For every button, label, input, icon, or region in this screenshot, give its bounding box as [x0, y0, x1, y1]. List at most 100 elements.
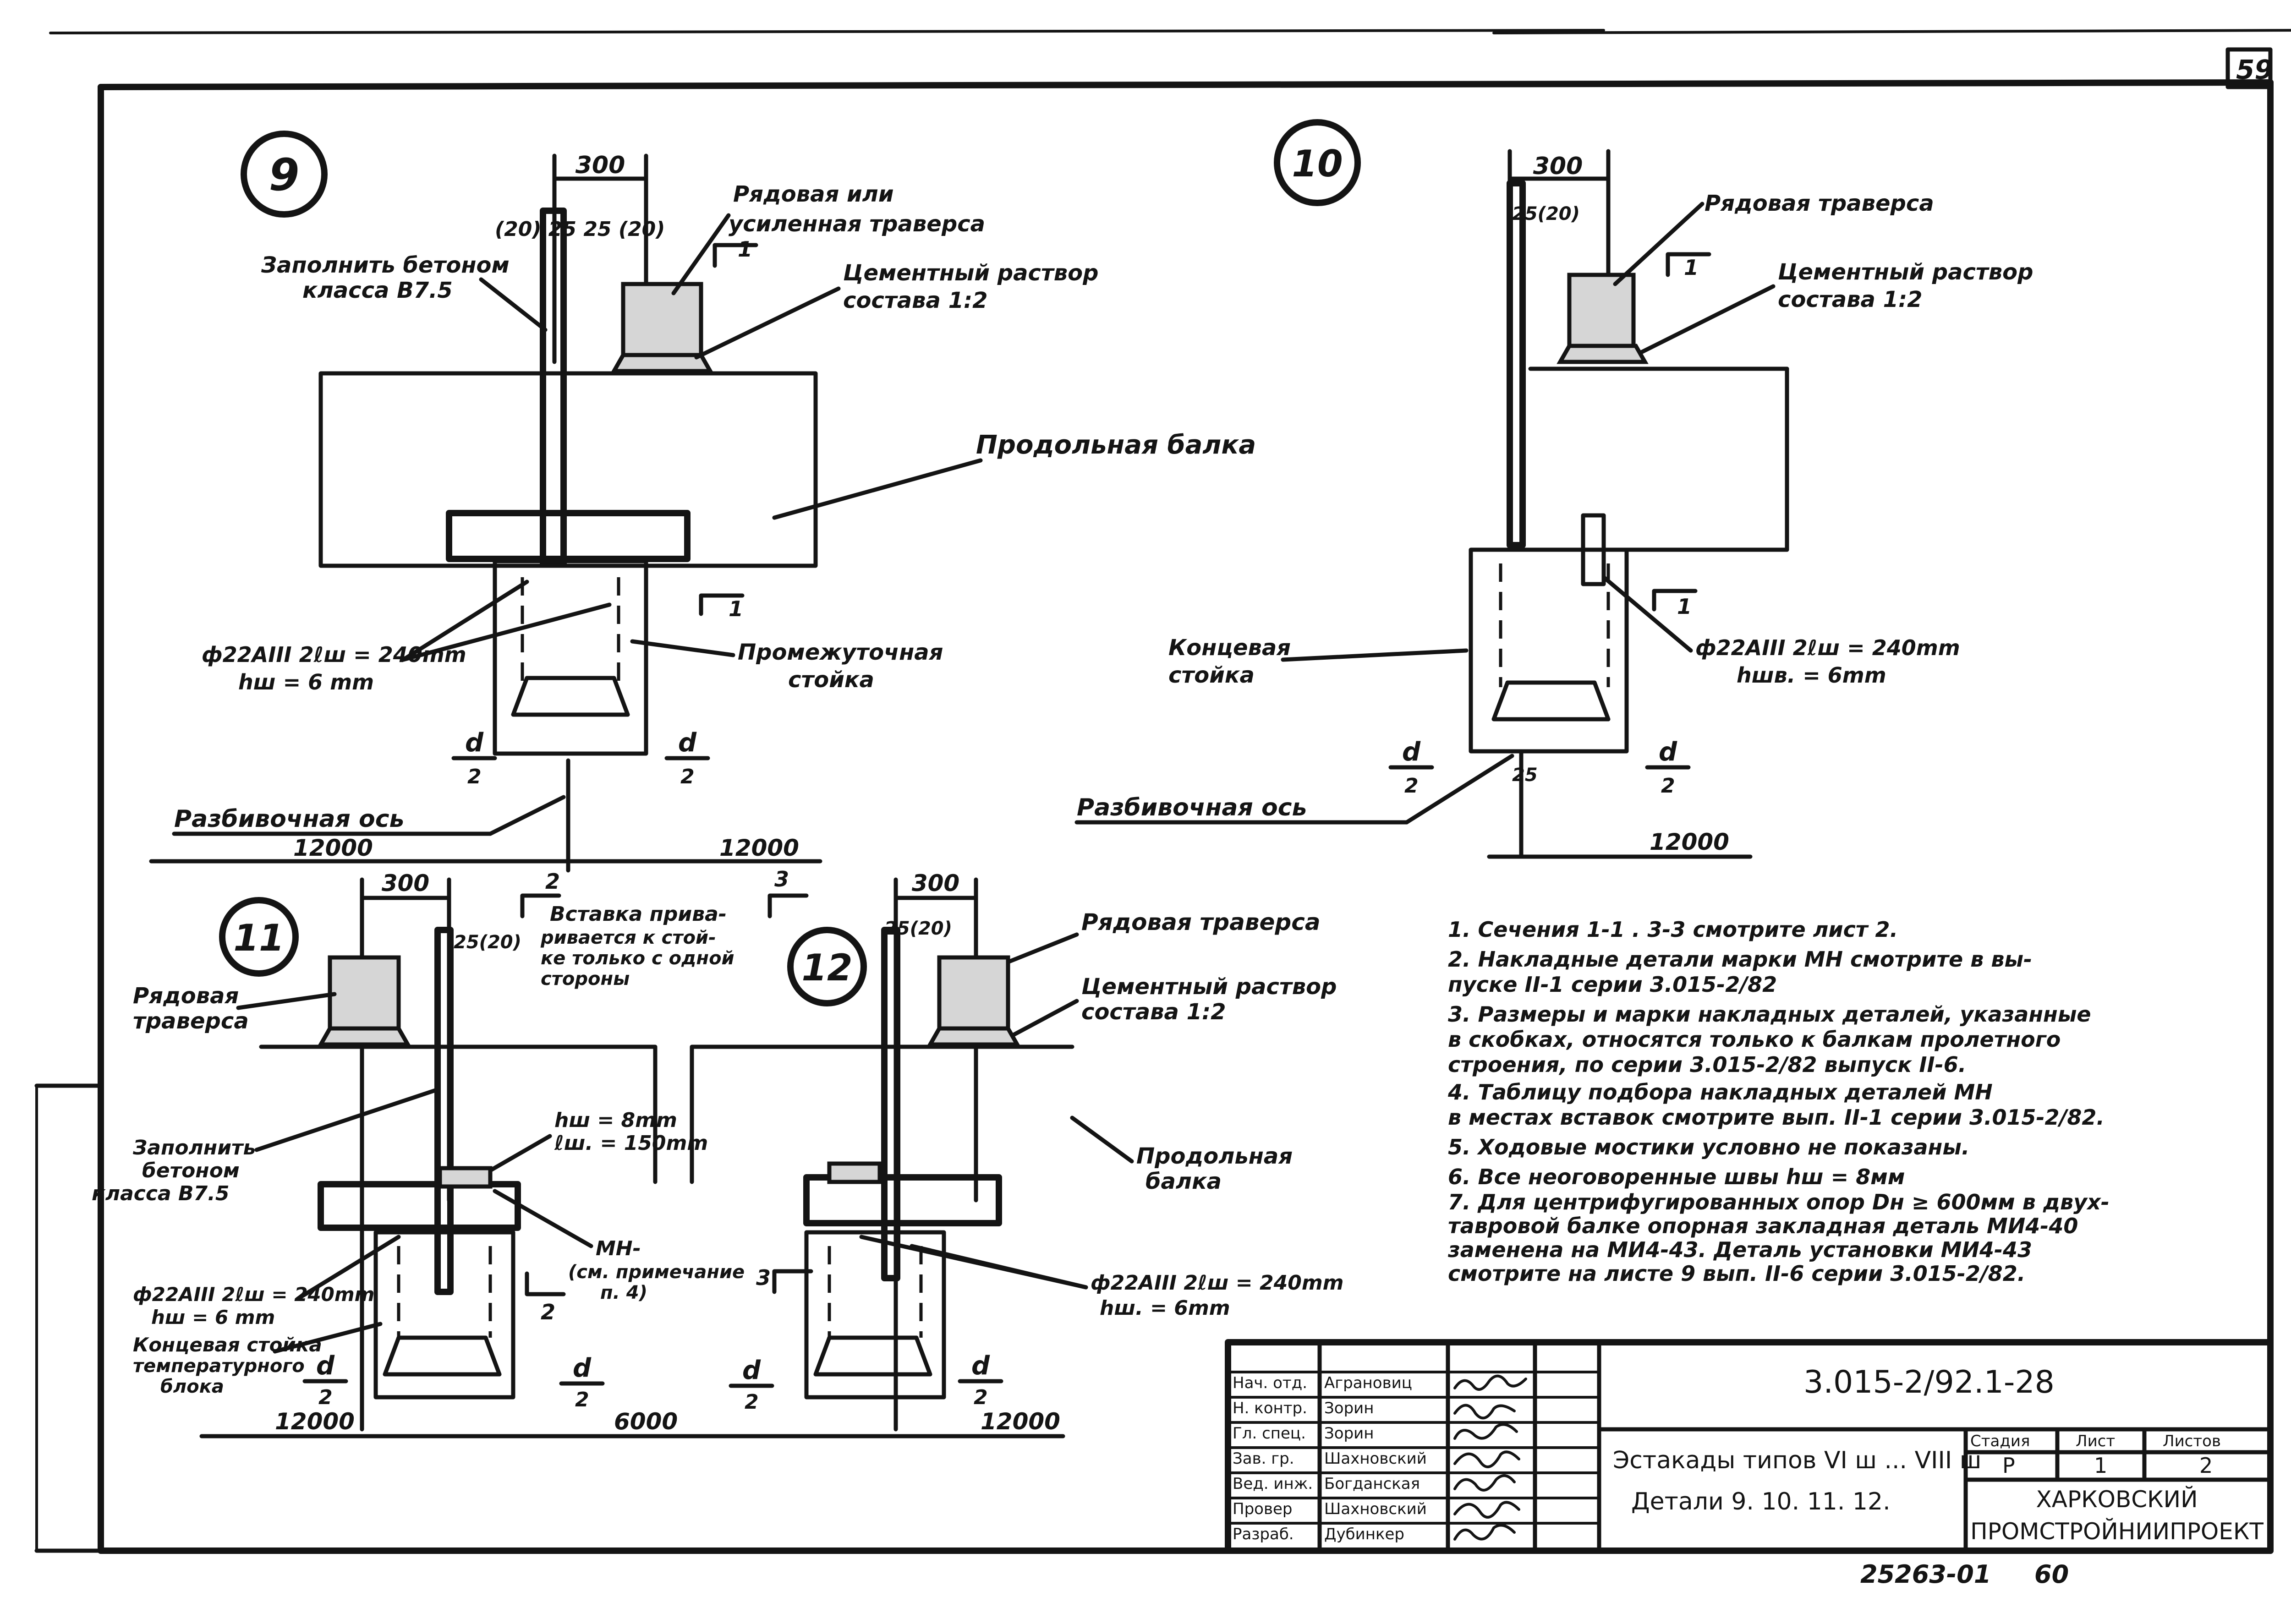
sheet-value: 1: [2094, 1453, 2107, 1478]
column-cap: [1491, 680, 1611, 722]
label-beam-line2: балка: [1146, 1169, 1222, 1194]
inventory-number: 25263-01: [1860, 1560, 1991, 1589]
role-checked: Провер: [1233, 1500, 1293, 1518]
d-fraction-left-den: 2: [318, 1386, 333, 1409]
note-3-line3: строения, по серии 3.015-2/82 выпуск II-…: [1448, 1052, 1966, 1077]
label-rebar-line1: ф22AIII 2ℓш = 240mm: [133, 1283, 374, 1306]
mortar-bed: [926, 1026, 1021, 1047]
label-grid-axis: Разбивочная ось: [1074, 754, 1514, 825]
label-rebar: ф22AIII 2ℓш = 240mm hшв. = 6mm: [1601, 575, 1960, 688]
label-column-line2: температурного: [133, 1356, 305, 1377]
label-insert-line1: Вставка прива-: [550, 902, 727, 926]
label-traverse-line2: усиленная траверса: [729, 211, 985, 237]
title-line-2: Детали 9. 10. 11. 12.: [1631, 1488, 1891, 1515]
note-3-line2: в скобках, относятся только к балкам про…: [1448, 1027, 2061, 1052]
name-developed: Дубинкер: [1324, 1525, 1404, 1543]
role-head-of-dept: Нач. отд.: [1233, 1374, 1307, 1392]
detail-9-number: 9: [269, 149, 300, 201]
detail-12-badge: [787, 927, 867, 1006]
label-rebar-line2: hш = 6 mm: [238, 670, 374, 694]
page-number: 60: [2034, 1560, 2069, 1589]
note-5: 5. Ходовые мостики условно не показаны.: [1448, 1135, 1969, 1159]
label-traverse-text: Рядовая траверса: [1081, 909, 1321, 935]
mh-insert-plate: [827, 1161, 882, 1184]
note-7-line1: 7. Для центрифугированных опор Dн ≥ 600м…: [1448, 1190, 2110, 1214]
column-cap: [511, 676, 630, 717]
stage-value: Р: [2002, 1453, 2015, 1478]
dim-25-small: 25: [1512, 765, 1538, 786]
label-cement-mortar: Цементный раствор состава 1:2: [1638, 259, 2033, 355]
section-mark-2: 2: [545, 869, 560, 894]
label-rebar-line2: hш. = 6mm: [1100, 1296, 1230, 1320]
detail-11: 11 300 25(20) 2 2 Вставка прива- риваетс…: [92, 869, 745, 1438]
dim-300: 300: [1533, 153, 1583, 180]
dim-span-right: 12000: [981, 1408, 1060, 1435]
section-mark-1b: 1: [729, 596, 743, 621]
label-mortar-line2: состава 1:2: [1081, 999, 1226, 1025]
section-arrow: [699, 593, 745, 616]
stage-header: Стадия: [1970, 1432, 2030, 1450]
label-concrete-fill: Заполнить бетоном класса B7.5: [92, 1088, 438, 1205]
label-column-line2: стойка: [788, 667, 874, 693]
label-mh-line3: п. 4): [600, 1282, 647, 1303]
name-lead-engineer: Богданская: [1324, 1475, 1420, 1493]
label-mh-line1: МН-: [596, 1237, 641, 1260]
note-4-line2: в местах вставок смотрите вып. II-1 сери…: [1448, 1105, 2105, 1130]
d-fraction-right-den: 2: [974, 1386, 988, 1409]
mortar-bed: [317, 1026, 411, 1047]
label-beam-text: Продольная балка: [976, 430, 1256, 460]
column-plate: [881, 927, 900, 1281]
label-grid-axis: Разбивочная ось: [172, 795, 566, 836]
note-2-line1: 2. Накладные детали марки МН смотрите в …: [1448, 947, 2032, 972]
section-arrow: [1666, 252, 1711, 277]
note-1: 1. Сечения 1-1 . 3-3 смотрите лист 2.: [1448, 917, 1898, 942]
dim-300: 300: [912, 870, 959, 897]
label-insert-line2: ривается к стой-: [540, 927, 716, 948]
section-mark-2b: 2: [541, 1300, 555, 1324]
label-concrete-line1: Заполнить: [132, 1136, 256, 1159]
column-plate: [434, 927, 454, 1295]
d-fraction-left-den: 2: [1404, 774, 1419, 798]
mh-insert-plate: [438, 1166, 493, 1189]
label-rebar-line2: hш = 6 mm: [151, 1306, 275, 1329]
label-mortar-line2: состава 1:2: [1778, 287, 1923, 312]
intermediate-column: [493, 559, 648, 756]
name-head-of-dept: Аграновиц: [1324, 1374, 1412, 1392]
d-fraction-left: d: [742, 1356, 761, 1385]
beam-bottom-flange: [803, 1174, 1002, 1226]
dim-span-left: 12000: [275, 1408, 355, 1435]
label-traverse-line1: Рядовая: [133, 983, 239, 1009]
label-traverse: Рядовая или усиленная траверса: [671, 181, 985, 295]
traverse-block: [937, 955, 1010, 1042]
detail-12-number: 12: [801, 946, 852, 989]
dim-span-right: 12000: [1650, 829, 1729, 855]
label-longitudinal-beam: Продольная балка: [772, 430, 1256, 520]
dim-25: 25(20): [454, 932, 521, 953]
document-code: 3.015-2/92.1-28: [1803, 1364, 2055, 1400]
d-fraction-right: d: [573, 1353, 592, 1383]
label-concrete-fill: Заполнить бетоном класса B7.5: [261, 252, 548, 332]
dim-span-right: 6000: [614, 1408, 678, 1435]
note-4-line1: 4. Таблицу подбора накладных деталей МН: [1447, 1080, 1993, 1105]
d-fraction-left: d: [316, 1351, 335, 1381]
title-block: Нач. отд. Аграновиц Н. контр. Зорин Гл. …: [1225, 1339, 2274, 1554]
sheet-header: Лист: [2076, 1432, 2115, 1450]
label-mh: МН- (см. примечание п. 4): [493, 1189, 745, 1303]
dim-300: 300: [382, 870, 429, 897]
general-notes: 1. Сечения 1-1 . 3-3 смотрите лист 2. 2.…: [1447, 917, 2110, 1286]
label-column-line1: Промежуточная: [738, 640, 943, 665]
name-norm-control: Зорин: [1324, 1399, 1374, 1417]
label-rebar-line2: hшв. = 6mm: [1737, 663, 1886, 688]
column-plate: [1507, 180, 1526, 548]
note-6: 6. Все неоговоренные швы hш = 8мм: [1448, 1165, 1905, 1189]
rebar-anchor: [1581, 513, 1606, 586]
column-cap: [813, 1335, 932, 1377]
sheets-header: Листов: [2163, 1432, 2221, 1450]
label-column-line3: блока: [160, 1376, 224, 1397]
label-concrete-line3: класса B7.5: [92, 1182, 229, 1205]
note-3-line1: 3. Размеры и марки накладных деталей, ук…: [1448, 1002, 2091, 1027]
column-plate: [540, 208, 567, 567]
detail-9-badge: [241, 131, 328, 218]
label-mortar-line1: Цементный раствор: [843, 260, 1099, 286]
sheet-number: 59: [2236, 54, 2273, 85]
